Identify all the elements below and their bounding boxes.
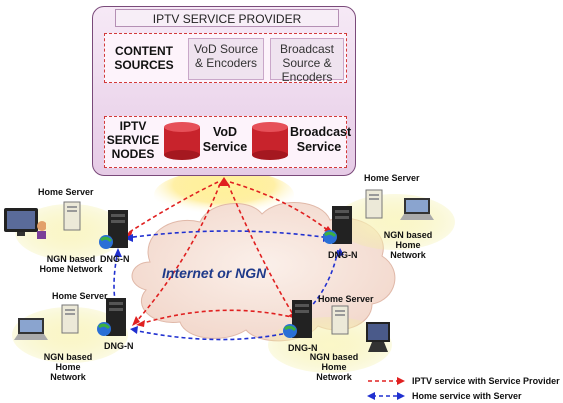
legend-home-label: Home service with Server (412, 391, 522, 401)
laptop-icon-tr (400, 198, 434, 220)
monitor-icon-br (366, 322, 390, 352)
home-network-label-tl-2: Home Network (39, 264, 103, 274)
vod-database-icon (164, 122, 200, 160)
service-nodes-label: IPTV SERVICE NODES (106, 119, 160, 161)
dng-label-bl: DNG-N (104, 341, 134, 351)
legend-iptv-label: IPTV service with Service Provider (412, 376, 560, 386)
dng-label-br: DNG-N (288, 343, 318, 353)
broadcast-service-label: Broadcast Service (290, 125, 352, 154)
provider-glow (154, 170, 294, 220)
home-server-label-tl: Home Server (38, 187, 94, 197)
legend-home-line (367, 392, 405, 400)
home-server-label-br: Home Server (318, 294, 374, 304)
home-area-tl (15, 204, 125, 260)
home-server-label-tr: Home Server (364, 173, 420, 183)
provider-title: IPTV SERVICE PROVIDER (115, 9, 339, 27)
content-sources-label: CONTENT SOURCES (114, 44, 174, 72)
dng-label-tl: DNG-N (100, 254, 130, 264)
home-server-label-bl: Home Server (52, 291, 108, 301)
home-network-label-bl-2: Home Network (50, 362, 86, 382)
dng-router-icon-bl (97, 298, 126, 336)
dng-router-icon-tl (99, 210, 128, 249)
home-network-label-br-1: NGN based (309, 352, 359, 362)
home-network-label-tl-1: NGN based (46, 254, 96, 264)
home-network-label-tr-2: Home Network (390, 240, 426, 260)
home-server-icon-bl (61, 304, 79, 334)
network-cloud-label: Internet or NGN (162, 265, 267, 281)
iptv-links (127, 181, 331, 325)
home-server-icon-tl (63, 201, 81, 231)
home-server-icon-tr (365, 189, 383, 219)
service-nodes-area (104, 116, 347, 168)
vod-service-label: VoD Service (202, 125, 248, 154)
broadcast-source-box: Broadcast Source & Encoders (270, 38, 344, 84)
legend-iptv-line (368, 377, 405, 385)
home-network-label-tr-1: NGN based (383, 230, 433, 240)
home-server-icon-br (331, 305, 349, 335)
broadcast-database-icon (252, 122, 288, 160)
laptop-icon-bl (14, 318, 48, 340)
dng-router-icon-tr (323, 206, 352, 244)
tv-icon-tl (4, 208, 46, 239)
home-network-label-br-2: Home Network (316, 362, 352, 382)
home-network-label-bl-1: NGN based (43, 352, 93, 362)
vod-source-box: VoD Source & Encoders (188, 38, 264, 80)
dng-label-tr: DNG-N (328, 250, 358, 260)
dng-router-icon-br (283, 300, 312, 338)
